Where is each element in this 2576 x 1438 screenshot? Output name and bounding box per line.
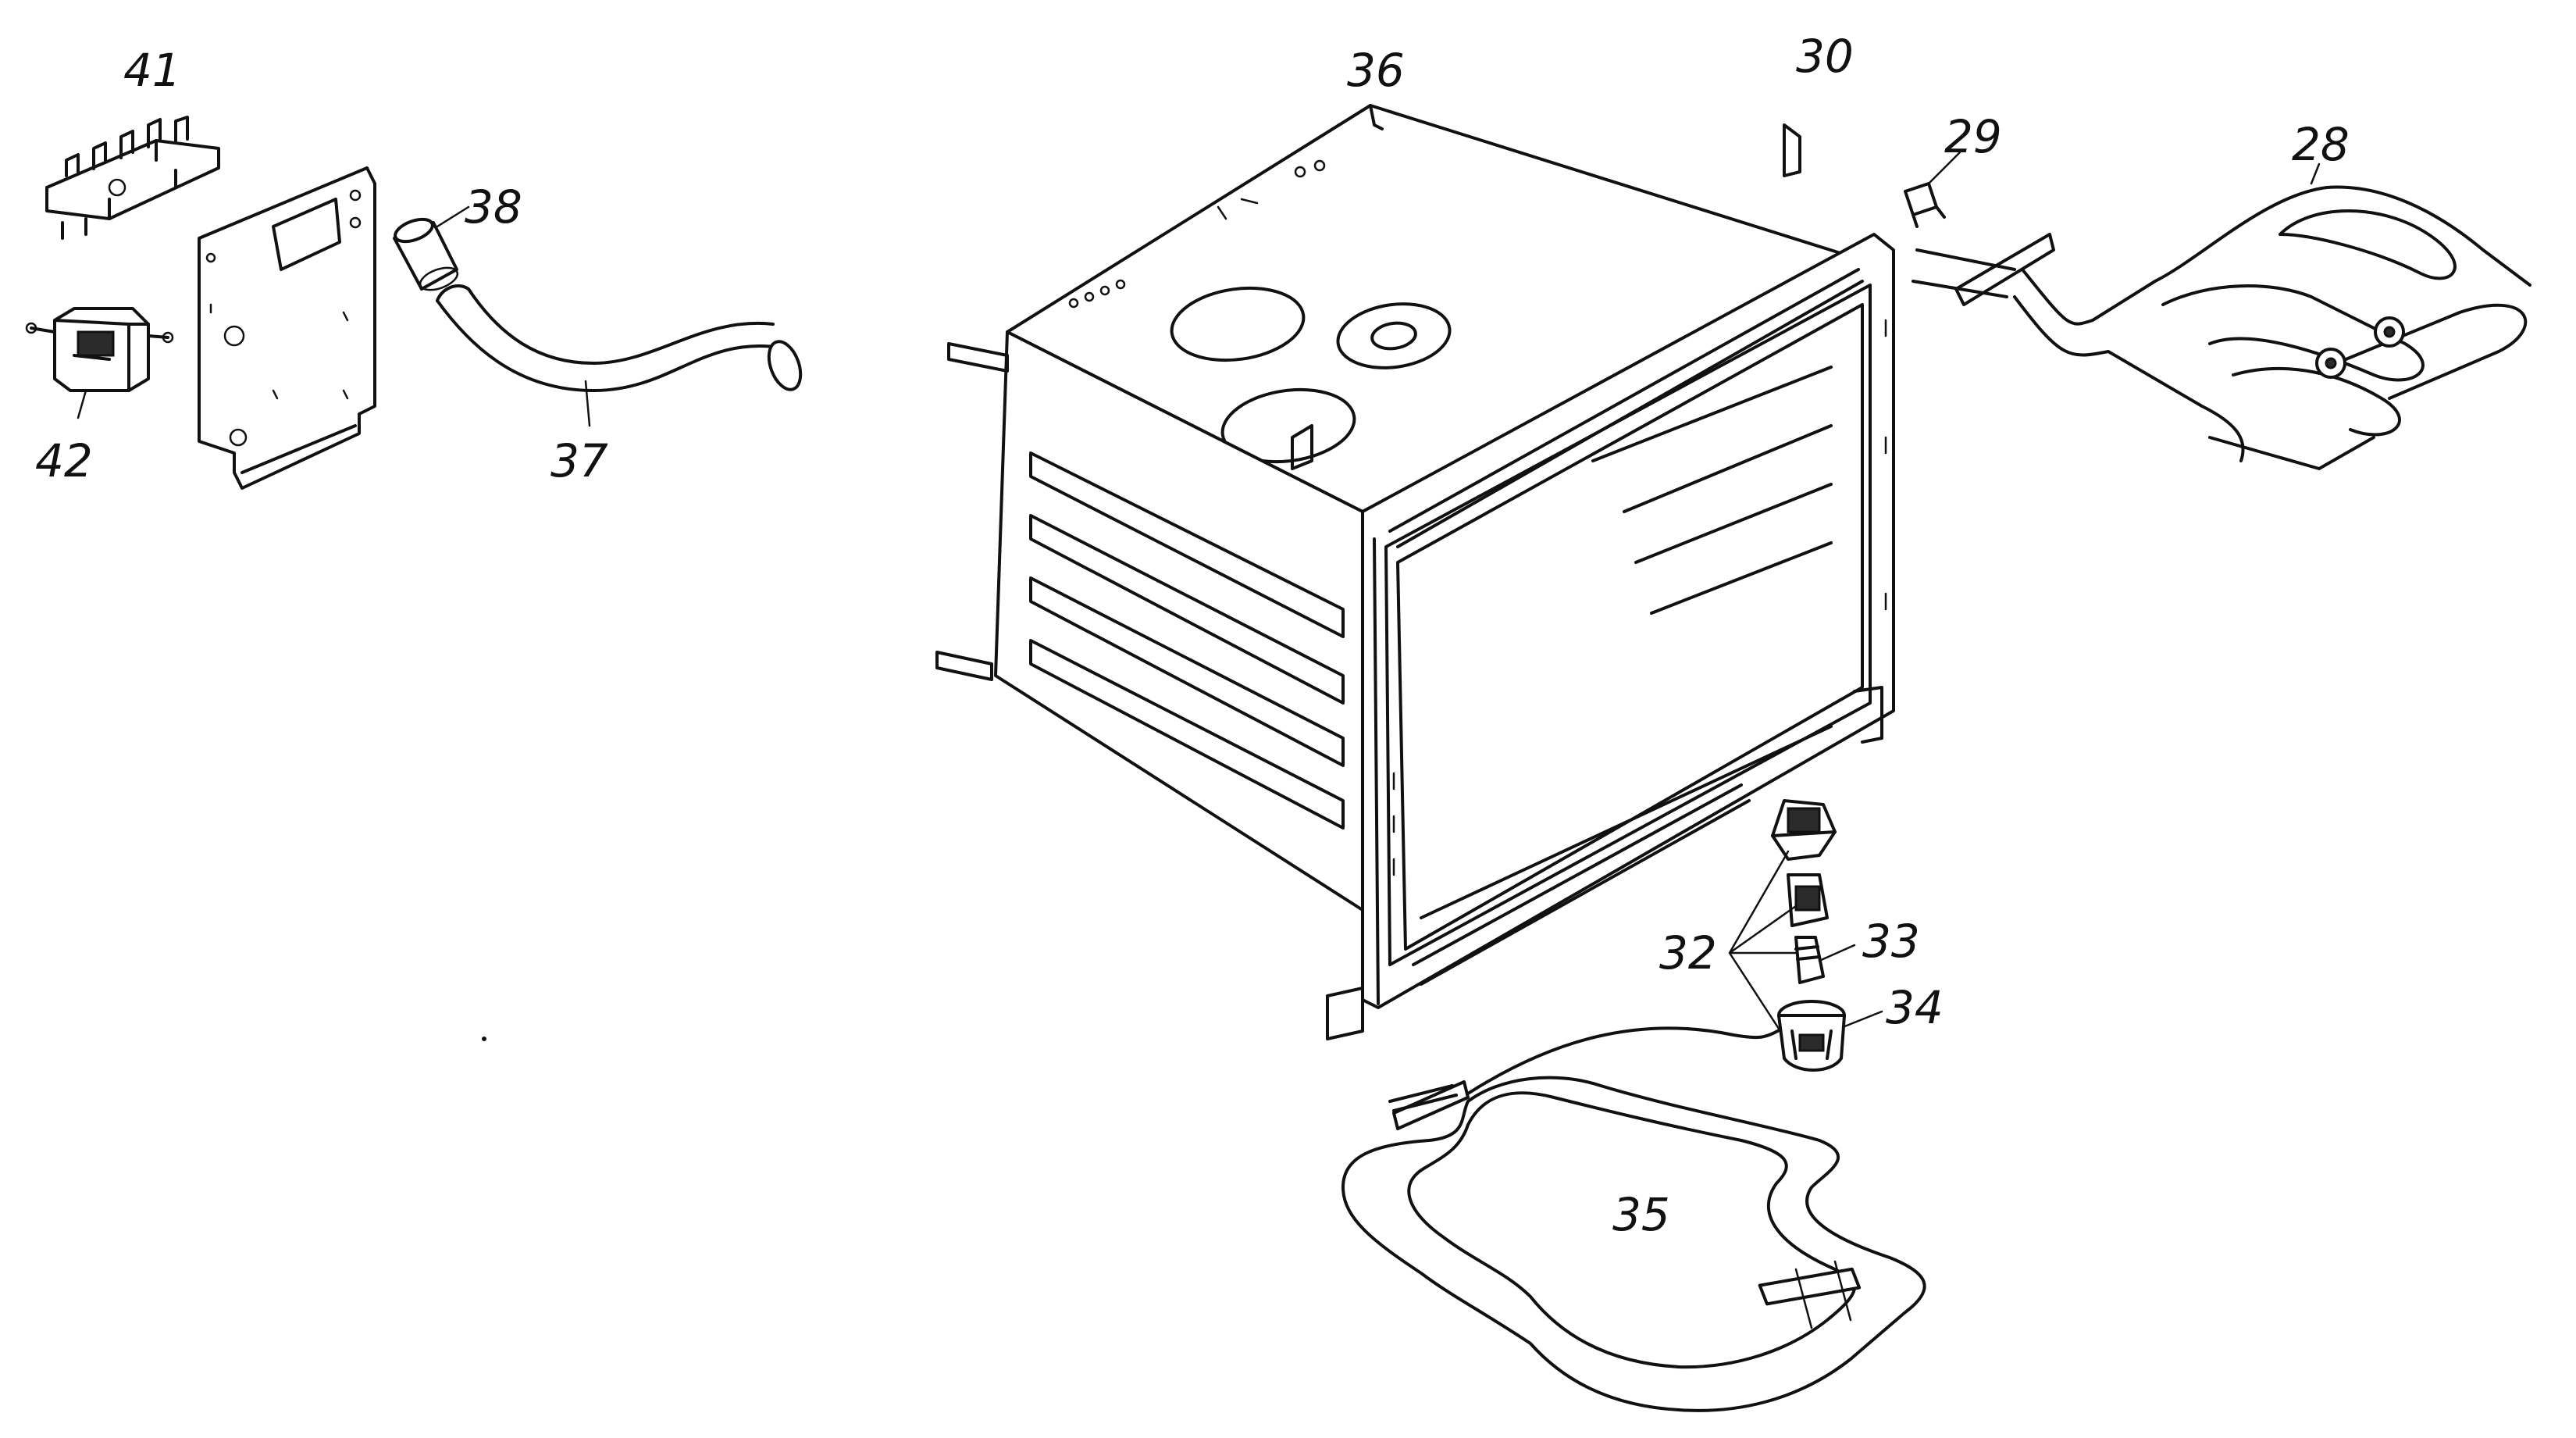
leader-28 — [2310, 162, 2321, 185]
label-42: 42 — [35, 434, 93, 487]
leader-34 — [1841, 1010, 1883, 1029]
part-28-grill-element — [1912, 185, 2531, 470]
label-30: 30 — [1796, 30, 1854, 83]
part-37-hose — [436, 284, 803, 392]
part-32-lamp-housing-top — [1771, 799, 1837, 861]
part-38-hose-sleeve — [393, 217, 459, 291]
stray-dot — [482, 1037, 486, 1041]
leader-38 — [436, 205, 470, 228]
part-33-lamp-bulb — [1794, 936, 1825, 984]
label-38: 38 — [465, 180, 522, 234]
part-36-oven-cavity — [935, 104, 1895, 1040]
part-42-switch — [25, 307, 174, 392]
leader-42 — [77, 389, 87, 419]
label-36: 36 — [1347, 44, 1405, 97]
leader-32 — [1728, 850, 1797, 1033]
part-35-bottom-element — [1341, 1026, 1926, 1412]
part-41-terminal-block — [45, 116, 220, 240]
label-37: 37 — [550, 434, 608, 487]
leader-33 — [1818, 944, 1856, 962]
label-35: 35 — [1612, 1188, 1670, 1241]
label-29: 29 — [1944, 110, 2002, 163]
label-33: 33 — [1862, 915, 1920, 968]
label-28: 28 — [2292, 118, 2350, 171]
label-41: 41 — [123, 44, 181, 97]
part-32-lamp-socket — [1787, 873, 1829, 927]
leader-29 — [1927, 151, 1961, 185]
mounting-bracket-plate — [198, 166, 376, 490]
label-32: 32 — [1659, 926, 1717, 979]
leader-37 — [584, 380, 591, 427]
part-34-lamp-cover — [1777, 1000, 1846, 1072]
part-29-clip — [1904, 182, 1946, 228]
label-34: 34 — [1886, 981, 1944, 1034]
